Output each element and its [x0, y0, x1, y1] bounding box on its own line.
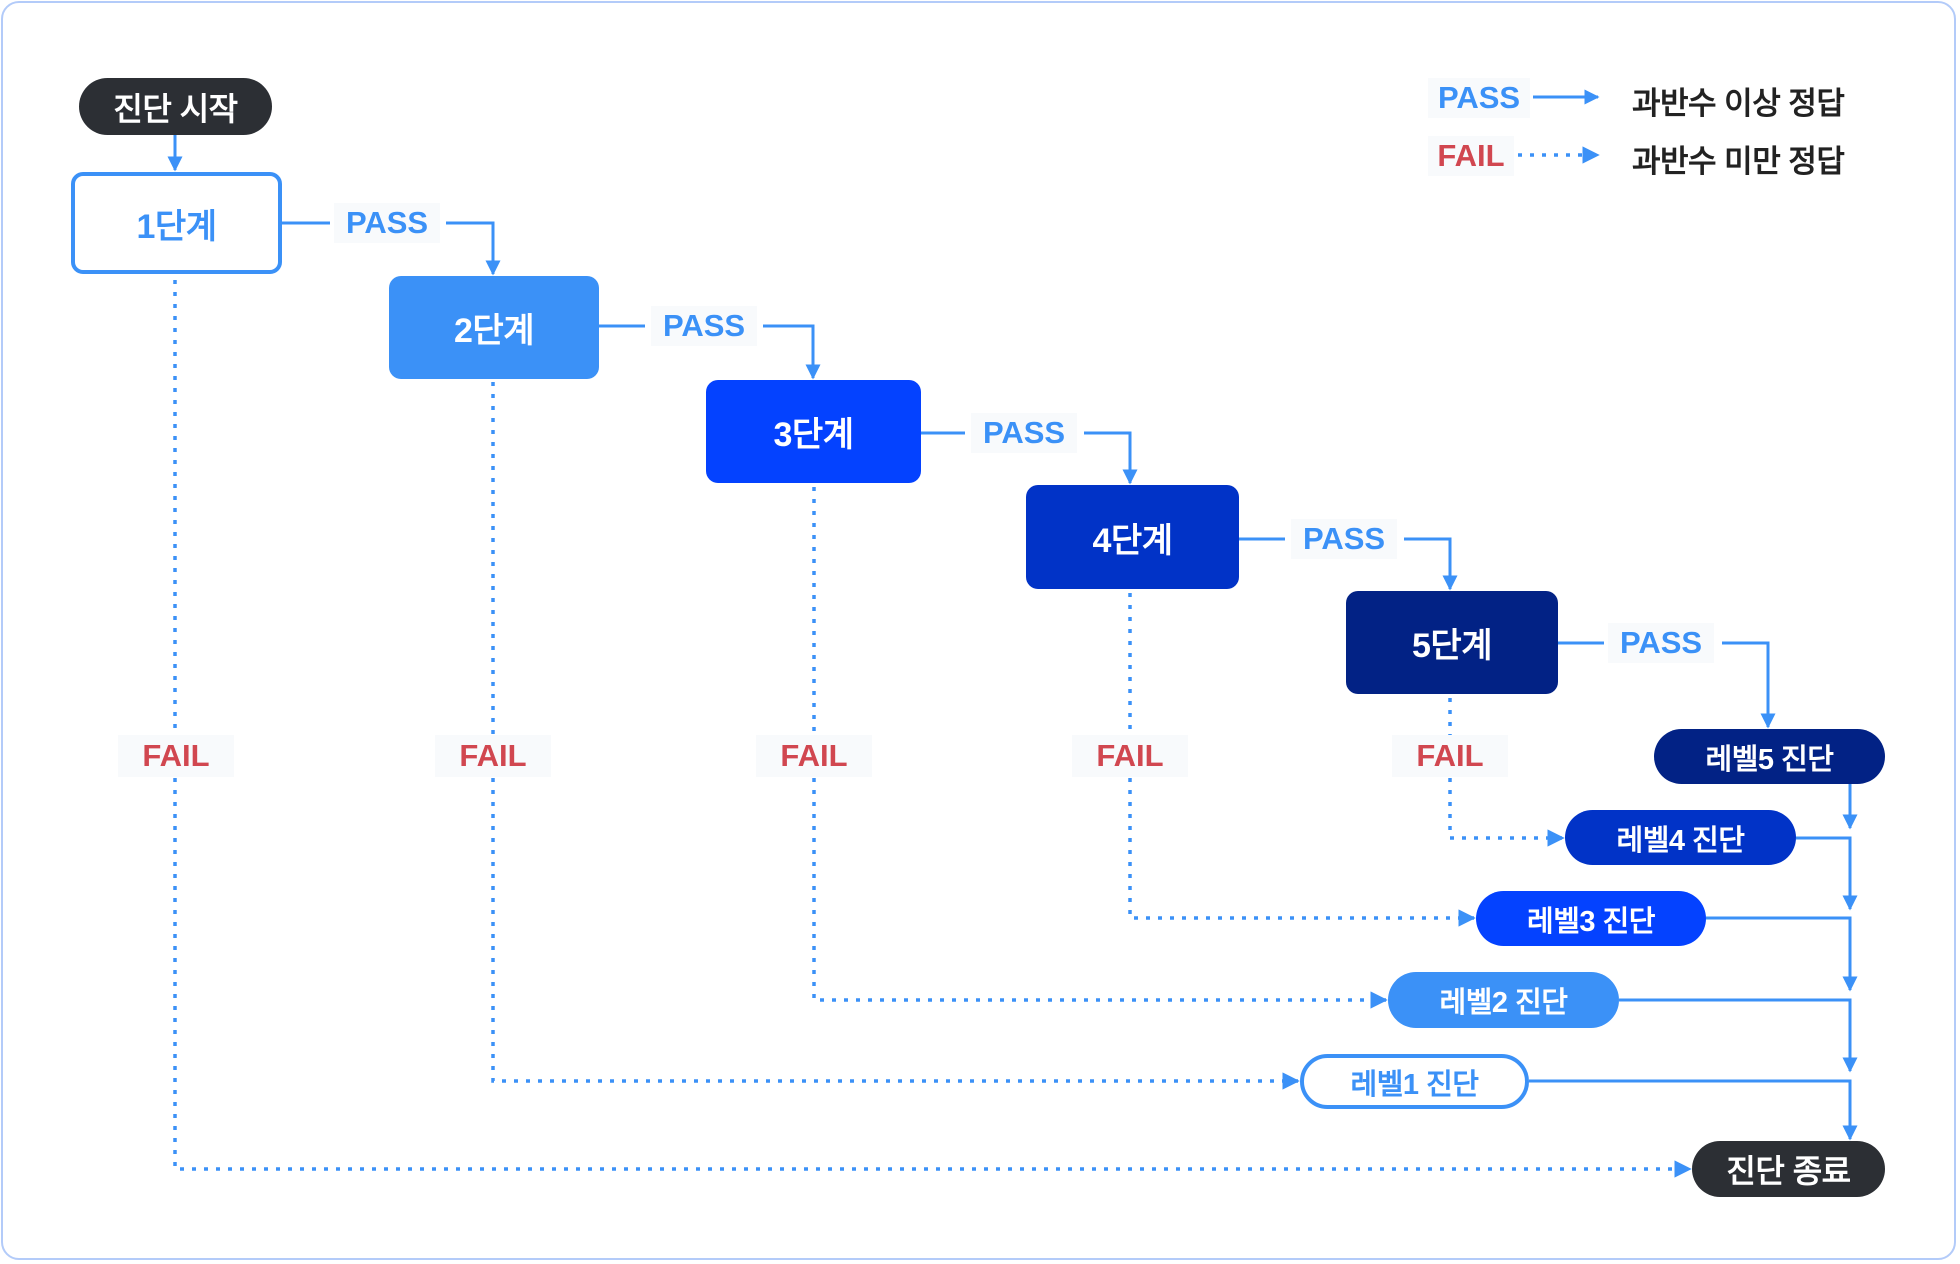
fail-label-2: FAIL: [435, 735, 551, 777]
legend-pass-desc: 과반수 이상 정답: [1632, 86, 1845, 121]
level-2: 레벨2 진단: [1388, 972, 1619, 1028]
collector-2: [1619, 998, 1858, 1073]
pass-arrow-3: [921, 431, 1130, 483]
stage-2: 2단계: [389, 276, 599, 379]
pass-label-5: PASS: [1608, 623, 1714, 663]
stage-1: 1단계: [71, 172, 282, 274]
level-4: 레벨4 진단: [1565, 810, 1796, 865]
legend-fail-label: FAIL: [1428, 136, 1514, 176]
pass-label-3: PASS: [971, 413, 1077, 453]
collector-3: [1706, 916, 1858, 992]
legend-fail-desc: 과반수 미만 정답: [1632, 144, 1845, 179]
fail-arrow-3: [812, 487, 1386, 1000]
fail-arrow-2: [491, 382, 1298, 1081]
legend-pass-label: PASS: [1428, 78, 1530, 118]
pass-label-2: PASS: [651, 306, 757, 346]
pass-arrow-5: [1558, 641, 1768, 727]
stage-5: 5단계: [1346, 591, 1558, 694]
collector-1: [1529, 1079, 1858, 1141]
level-5: 레벨5 진단: [1654, 729, 1885, 784]
fail-label-3: FAIL: [756, 735, 872, 777]
stage-4: 4단계: [1026, 485, 1239, 589]
pass-label-1: PASS: [334, 203, 440, 243]
fail-label-4: FAIL: [1072, 735, 1188, 777]
stage-3: 3단계: [706, 380, 921, 483]
fail-label-1: FAIL: [118, 735, 234, 777]
fail-arrow-1: [173, 280, 1690, 1169]
level-1: 레벨1 진단: [1300, 1054, 1529, 1109]
pass-arrow-1: [282, 221, 493, 274]
level-3: 레벨3 진단: [1476, 891, 1706, 946]
start-node: 진단 시작: [79, 78, 272, 135]
pass-label-4: PASS: [1291, 519, 1397, 559]
fail-arrow-5: [1448, 698, 1563, 838]
pass-arrow-4: [1239, 537, 1450, 589]
fail-label-5: FAIL: [1392, 735, 1508, 777]
end-node: 진단 종료: [1692, 1141, 1885, 1197]
pass-arrow-2: [599, 324, 813, 378]
collector-4: [1796, 836, 1858, 911]
